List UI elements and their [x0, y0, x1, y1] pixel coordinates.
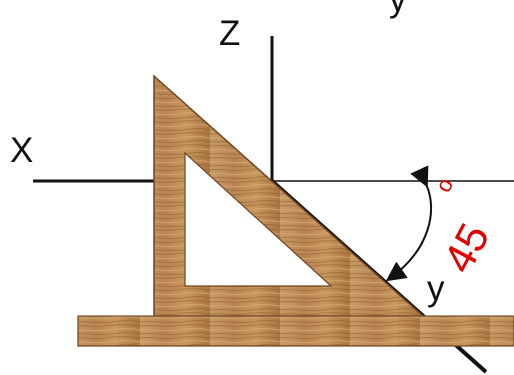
- z-axis-label: Z: [219, 14, 240, 53]
- set-square-inner-cutout: [184, 151, 333, 287]
- x-axis-label: X: [10, 131, 33, 170]
- angle-arc-45-degrees: [385, 165, 433, 282]
- y-axis-bottom-label: y: [427, 269, 445, 308]
- wooden-ruler: [77, 315, 514, 347]
- degree-symbol-label: o: [430, 174, 458, 197]
- ruler-body: [77, 315, 514, 347]
- wooden-set-square: [153, 74, 425, 317]
- y-axis-top-label: y: [389, 0, 407, 19]
